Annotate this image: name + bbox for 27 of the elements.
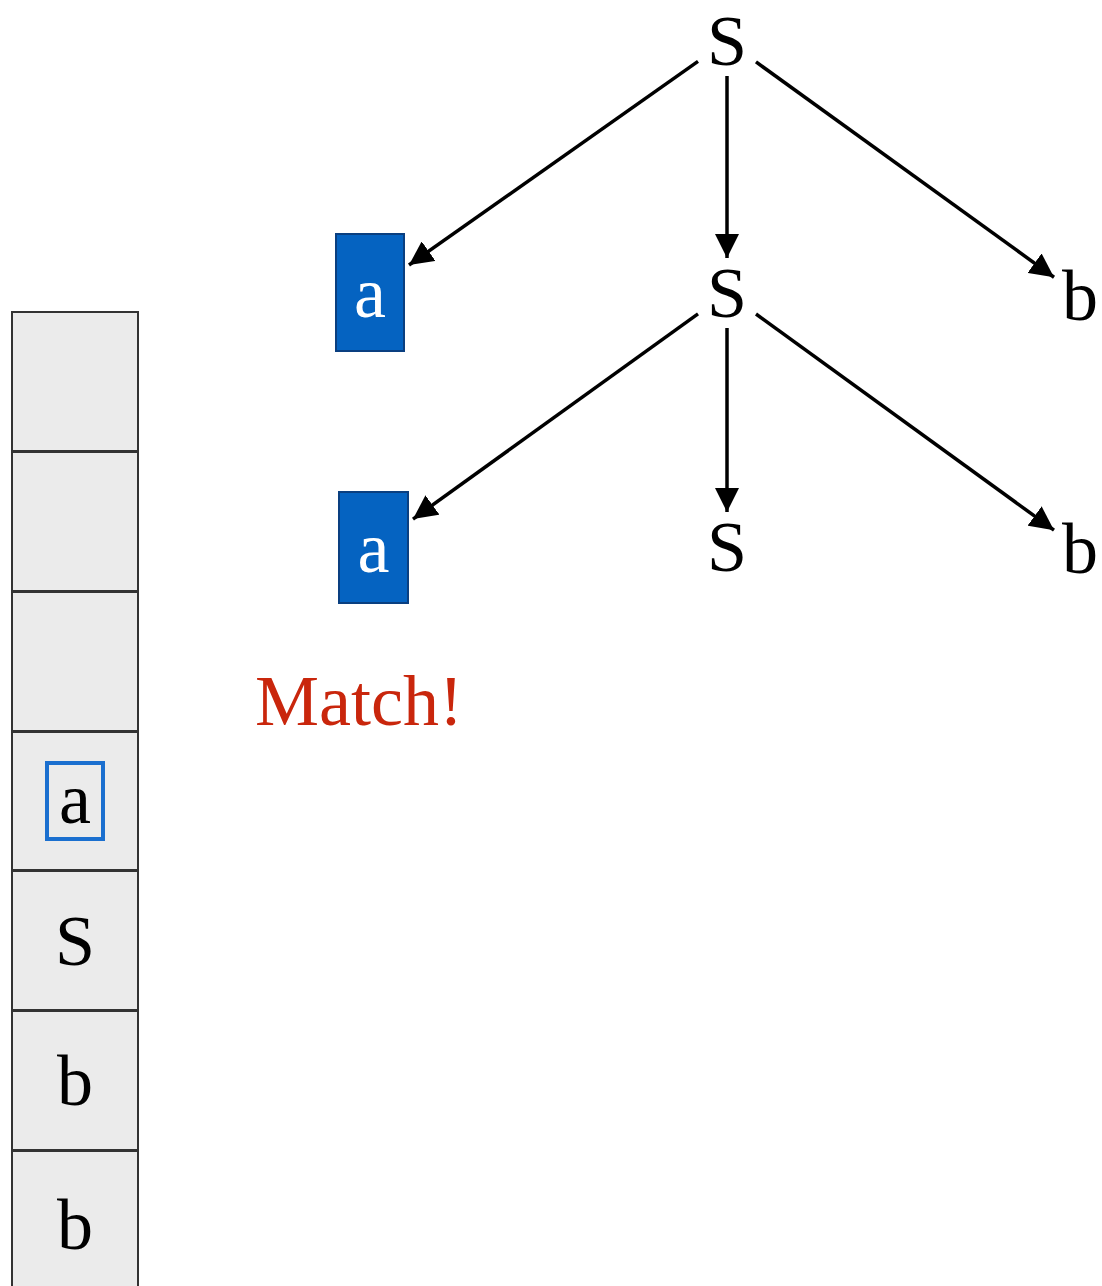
highlighted-terminal-box <box>338 491 409 604</box>
arrow <box>408 60 699 267</box>
stack-symbol: b <box>57 1044 93 1117</box>
terminal-symbol: a <box>357 511 390 584</box>
arrow <box>754 60 1056 279</box>
grammar-symbol: b <box>1062 260 1098 332</box>
grammar-symbol: S <box>706 511 747 583</box>
terminal-symbol: a <box>354 256 386 329</box>
arrow <box>715 328 739 512</box>
stack-symbol: b <box>57 1189 93 1261</box>
stack-cell <box>11 870 139 1011</box>
grammar-symbol: S <box>706 5 747 77</box>
arrow <box>715 76 739 258</box>
stack-cell <box>11 591 139 732</box>
match-note: Match! <box>255 660 463 743</box>
grammar-symbol: b <box>1062 513 1098 585</box>
stack-cell <box>11 311 139 452</box>
stack-cell <box>11 731 139 871</box>
grammar-symbol: S <box>706 257 747 329</box>
highlighted-terminal-box <box>335 233 405 352</box>
highlighted-stack-symbol: a <box>45 760 105 842</box>
stack-cell <box>11 1150 139 1286</box>
stack-cell <box>11 451 139 592</box>
stack-cell <box>11 1010 139 1151</box>
arrow <box>411 312 700 521</box>
stack-symbol: S <box>54 904 95 977</box>
arrow <box>754 312 1056 532</box>
